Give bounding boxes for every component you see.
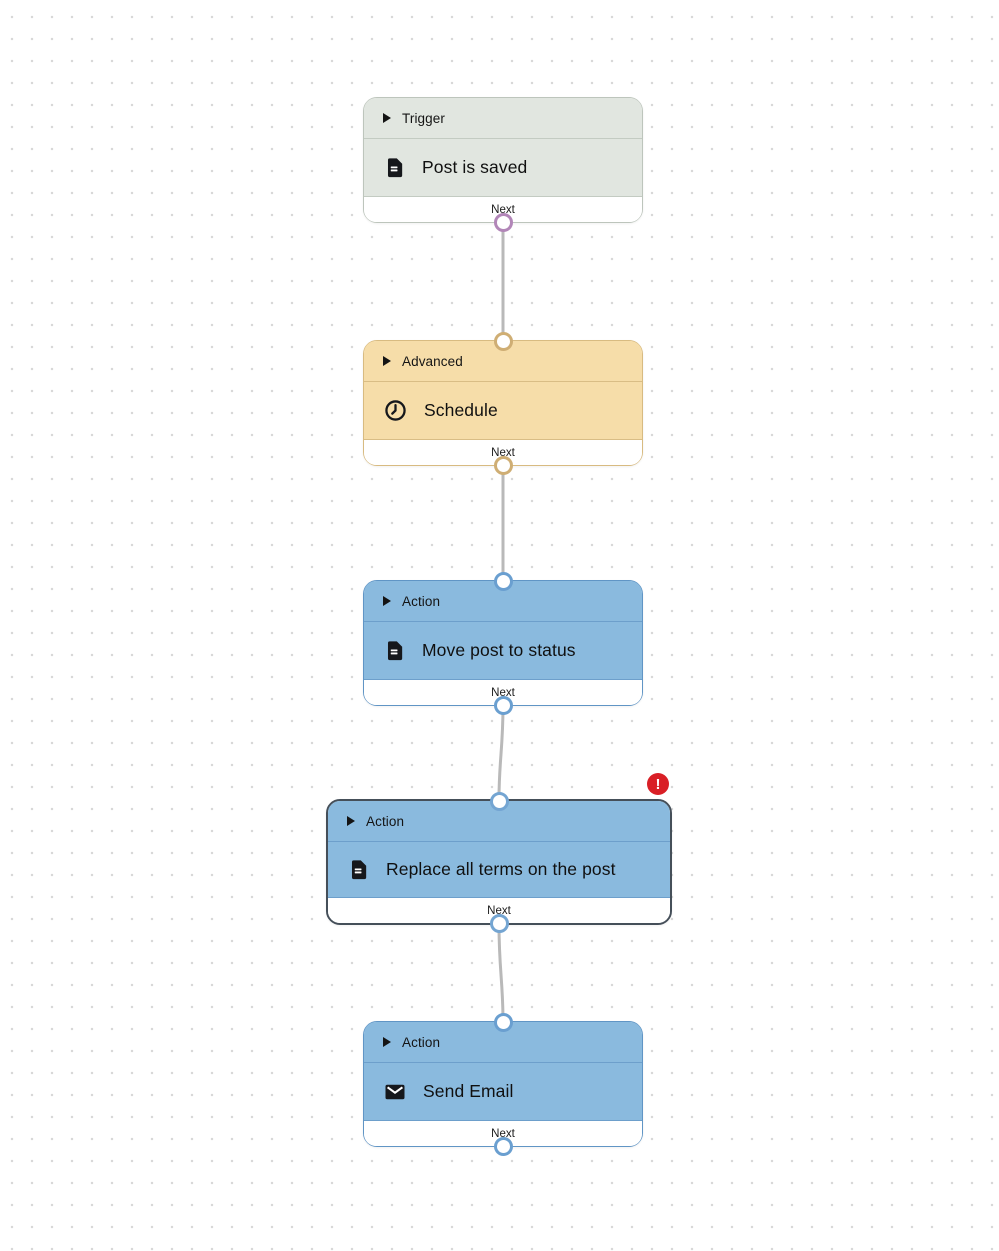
- output-handle[interactable]: [493, 212, 513, 232]
- expand-triangle-icon[interactable]: [383, 1037, 391, 1047]
- node-body[interactable]: Send Email: [364, 1063, 642, 1120]
- node-title: Send Email: [423, 1081, 514, 1101]
- next-label: Next: [491, 446, 515, 459]
- edge-connector: [497, 923, 505, 1023]
- document-icon: [383, 156, 406, 179]
- input-handle[interactable]: [489, 791, 509, 811]
- expand-triangle-icon[interactable]: [383, 356, 391, 366]
- node-category-label: Trigger: [402, 110, 445, 126]
- node-footer: Next: [364, 679, 642, 705]
- node-category-label: Action: [402, 1034, 441, 1050]
- output-handle[interactable]: [493, 1136, 513, 1156]
- output-handle[interactable]: [489, 913, 509, 933]
- output-handle[interactable]: [493, 455, 513, 475]
- node-header[interactable]: Action: [364, 1022, 642, 1063]
- node-advanced-schedule[interactable]: Advanced Schedule Next: [363, 331, 643, 475]
- node-action-move-post-to-status[interactable]: Action Move post to status Next: [363, 571, 643, 715]
- expand-triangle-icon[interactable]: [383, 113, 391, 123]
- node-category-label: Advanced: [402, 353, 463, 369]
- node-trigger-post-is-saved[interactable]: Trigger Post is saved Next: [363, 97, 643, 232]
- node-title: Schedule: [424, 400, 498, 420]
- clock-icon: [383, 398, 408, 423]
- node-body[interactable]: Schedule: [364, 382, 642, 439]
- expand-triangle-icon[interactable]: [347, 816, 355, 826]
- node-category-label: Action: [366, 813, 405, 829]
- error-badge-icon[interactable]: !: [647, 773, 669, 795]
- input-handle[interactable]: [493, 1012, 513, 1032]
- node-header[interactable]: Trigger: [364, 98, 642, 139]
- next-label: Next: [491, 1127, 515, 1140]
- document-icon: [347, 858, 370, 881]
- node-box: Trigger Post is saved Next: [364, 98, 642, 222]
- node-title: Move post to status: [422, 640, 576, 660]
- next-label: Next: [491, 686, 515, 699]
- node-body[interactable]: Replace all terms on the post: [328, 842, 670, 897]
- node-box: Action Move post to status Next: [364, 581, 642, 705]
- next-label: Next: [491, 203, 515, 216]
- node-box: Advanced Schedule Next: [364, 341, 642, 465]
- output-handle[interactable]: [493, 695, 513, 715]
- input-handle[interactable]: [493, 331, 513, 351]
- next-label: Next: [487, 904, 511, 917]
- document-icon: [383, 639, 406, 662]
- node-box: Action Send Email Next: [364, 1022, 642, 1146]
- node-body[interactable]: Move post to status: [364, 622, 642, 679]
- node-body[interactable]: Post is saved: [364, 139, 642, 196]
- node-title: Post is saved: [422, 157, 528, 177]
- node-box: Action Replace all terms on the post Nex…: [328, 801, 670, 923]
- node-action-send-email[interactable]: Action Send Email Next: [363, 1012, 643, 1156]
- input-handle[interactable]: [493, 571, 513, 591]
- edge-connector: [497, 704, 505, 801]
- expand-triangle-icon[interactable]: [383, 596, 391, 606]
- envelope-icon: [383, 1080, 407, 1104]
- node-action-replace-all-terms[interactable]: Action Replace all terms on the post Nex…: [326, 773, 672, 933]
- node-title: Replace all terms on the post: [386, 859, 616, 879]
- node-category-label: Action: [402, 593, 441, 609]
